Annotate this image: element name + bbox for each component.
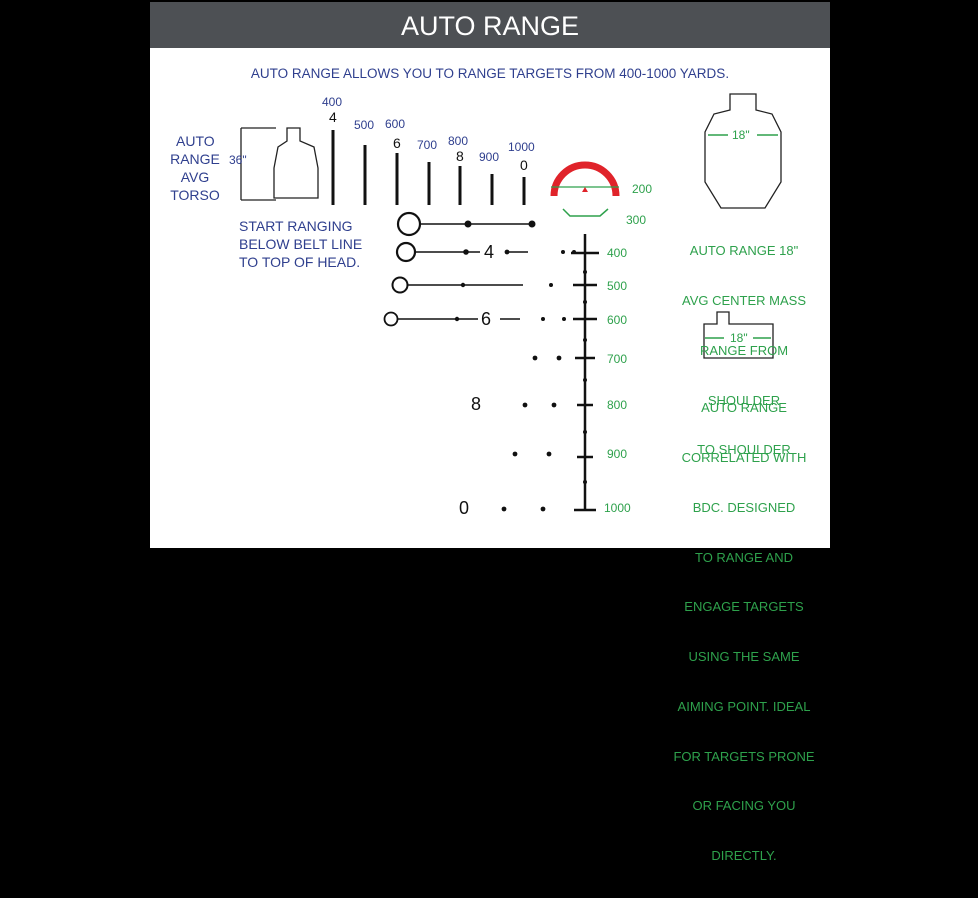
shoulder-figure	[703, 311, 774, 359]
bdc-range-1000: 1000	[604, 501, 631, 515]
bdc-range-200: 200	[632, 182, 653, 196]
bdc-line: TO RANGE AND	[694, 549, 793, 565]
bdc-line: DIRECTLY.	[711, 848, 777, 864]
reticle-diagram	[240, 93, 782, 512]
bdc-line: OR FACING YOU	[692, 798, 796, 814]
torso-height-label: 36"	[229, 153, 247, 167]
diagram-panel: AUTO RANGE AUTO RANGE ALLOWS YOU TO RANG…	[150, 2, 830, 863]
shoulder-width: 18"	[730, 331, 748, 345]
ranging-lines	[383, 211, 531, 327]
bdc-line: FOR TARGETS PRONE	[673, 748, 815, 764]
stadia-number-0: 0	[520, 157, 528, 173]
bdc-text: AUTO RANGE CORRELATED WITH BDC. DESIGNED…	[662, 367, 826, 898]
torso-figure	[240, 127, 319, 201]
center-mass-text: AUTO RANGE 18" AVG CENTER MASS RANGE FRO…	[670, 210, 818, 492]
start-ranging-line-1: START RANGING	[239, 218, 353, 234]
stadia-range-1000: 1000	[508, 140, 535, 154]
center-mass-line: SHOULDER	[707, 392, 781, 408]
stadia-range-900: 900	[479, 150, 500, 164]
center-mass-line: RANGE FROM	[699, 342, 789, 358]
stadia-number-8: 8	[456, 148, 464, 164]
torso-label-3: AVG	[180, 169, 210, 185]
bdc-range-300: 300	[626, 213, 647, 227]
stadia-number-6: 6	[393, 135, 401, 151]
stadia-range-600: 600	[385, 117, 406, 131]
reticle-mark-8: 8	[471, 394, 482, 414]
torso-label-4: TORSO	[170, 187, 220, 203]
center-mass-figure	[704, 93, 782, 209]
stadia-range-800: 800	[448, 134, 469, 148]
bdc-line: ENGAGE TARGETS	[684, 599, 804, 615]
center-mass-line: AUTO RANGE 18"	[689, 243, 799, 259]
reticle-mark-6: 6	[481, 309, 492, 329]
bdc-line: USING THE SAME	[688, 649, 800, 665]
center-mass-width: 18"	[732, 128, 750, 142]
start-ranging-line-3: TO TOP OF HEAD.	[239, 254, 361, 270]
bdc-line: AUTO RANGE	[701, 400, 787, 416]
stadia-range-700: 700	[417, 138, 438, 152]
ranging-dots	[454, 220, 576, 512]
bdc-line: BDC. DESIGNED	[692, 499, 796, 515]
bdc-line: AIMING POINT. IDEAL	[677, 698, 811, 714]
stadia-number-4: 4	[329, 109, 337, 125]
stadia-bars	[331, 130, 526, 205]
red-range-circle	[550, 161, 620, 217]
bdc-range-900: 900	[607, 447, 628, 461]
torso-label-1: AUTO	[176, 133, 215, 149]
torso-label-2: RANGE	[170, 151, 220, 167]
start-ranging-line-2: BELOW BELT LINE	[239, 236, 363, 252]
bdc-line: CORRELATED WITH	[681, 449, 807, 465]
reticle-mark-0: 0	[459, 498, 470, 518]
bdc-range-800: 800	[607, 398, 628, 412]
reticle-mark-4: 4	[484, 242, 495, 262]
post-dots	[583, 270, 587, 484]
center-mass-line: TO SHOULDER	[697, 442, 791, 458]
bdc-range-400: 400	[607, 246, 628, 260]
stadia-range-400: 400	[322, 95, 343, 109]
bdc-range-500: 500	[607, 279, 628, 293]
bdc-range-700: 700	[607, 352, 628, 366]
bdc-range-600: 600	[607, 313, 628, 327]
reticle-post	[571, 234, 599, 512]
subtitle: AUTO RANGE ALLOWS YOU TO RANGE TARGETS F…	[250, 66, 730, 81]
stadia-range-500: 500	[354, 118, 375, 132]
page-title: AUTO RANGE	[150, 2, 830, 48]
center-mass-line: AVG CENTER MASS	[681, 292, 806, 308]
